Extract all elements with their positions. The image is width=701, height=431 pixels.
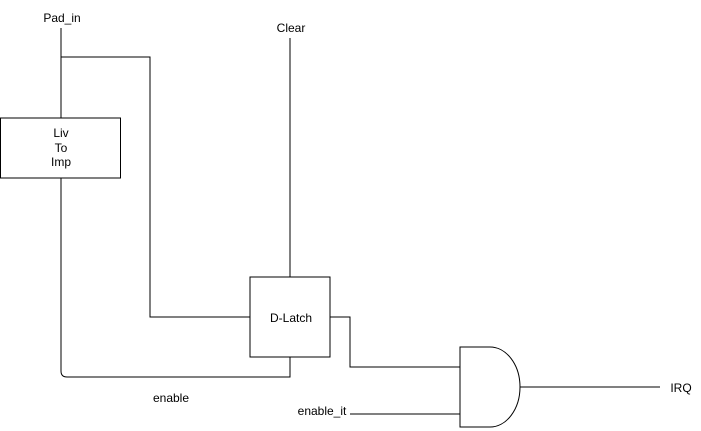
enable-it-label: enable_it [298, 404, 347, 418]
enable-wire [60, 178, 291, 378]
clear-label: Clear [277, 21, 306, 35]
d-latch-label: D-Latch [270, 311, 312, 325]
pad-in-to-latch-data-wire [61, 56, 250, 318]
and-gate-symbol [459, 346, 521, 428]
irq-label: IRQ [670, 381, 691, 395]
level-converter-block: Liv To Imp [0, 117, 121, 179]
level-converter-line-2: To [55, 141, 68, 155]
level-converter-line-1: Liv [53, 126, 68, 140]
enable-label: enable [153, 391, 189, 405]
level-converter-line-3: Imp [51, 155, 71, 169]
pad-in-label: Pad_in [43, 11, 80, 25]
d-latch-block: D-Latch [249, 276, 331, 358]
latch-output-wire [330, 316, 460, 368]
